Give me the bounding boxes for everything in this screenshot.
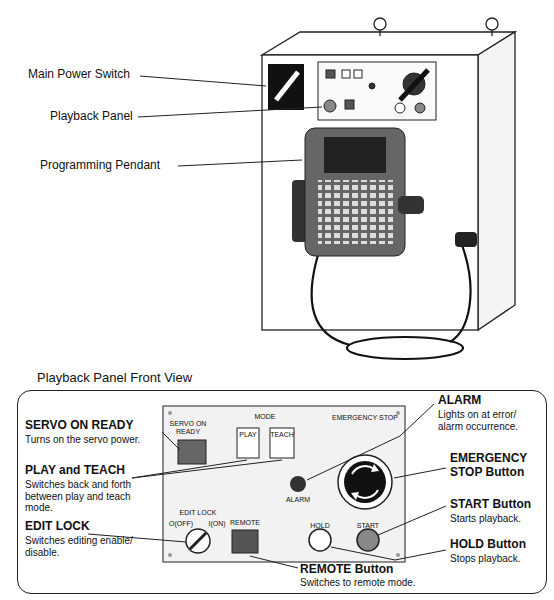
panel-marking: HOLD [302,522,338,530]
panel-marking: I(ON) [203,520,231,528]
callout-title: EDIT LOCK [25,520,145,534]
panel-marking: EDIT LOCK [168,509,228,517]
callout-title: START Button [450,498,542,512]
part-label: Playback Panel [50,110,140,124]
main-power-switch [268,64,304,110]
callout-note: Switches to remote mode. [300,577,440,589]
part-label: Programming Pendant [40,159,180,173]
section-heading: Playback Panel Front View [34,370,195,385]
callout-title: SERVO ON READY [25,419,160,433]
callout-title: HOLD Button [450,538,542,552]
callout-note: Switches back and forth between play and… [25,479,150,514]
playback-panel [318,62,436,120]
controller-cabinet [262,18,515,330]
panel-marking: PLAY [236,431,260,439]
panel-marking: START [350,522,386,530]
panel-marking: SERVO ON READY [168,420,208,436]
callout-title: EMERGENCY STOP Button [450,452,542,480]
callout-note: Stops playback. [450,553,542,565]
leader-line [88,404,446,568]
part-label: Main Power Switch [28,68,140,82]
panel-marking: O(OFF) [166,520,196,528]
callout-note: Turns on the servo power. [25,434,150,446]
pendant-cable [312,245,471,359]
cable-connector [455,232,477,247]
panel-marking: EMERGENCY STOP [318,414,412,422]
panel-marking: TEACH [269,431,295,439]
callout-title: ALARM [438,394,538,408]
leader-line [138,76,322,166]
callout-title: REMOTE Button [300,563,430,577]
panel-marking: MODE [245,413,285,421]
programming-pendant [292,128,424,256]
callout-note: Starts playback. [450,513,542,525]
panel-marking: REMOTE [226,519,264,527]
callout-note: Lights on at error/ alarm occurrence. [438,409,538,432]
panel-plate [163,406,405,562]
callout-note: Switches editing enable/ disable. [25,535,145,558]
panel-marking: ALARM [279,496,317,504]
callout-title: PLAY and TEACH [25,464,155,478]
